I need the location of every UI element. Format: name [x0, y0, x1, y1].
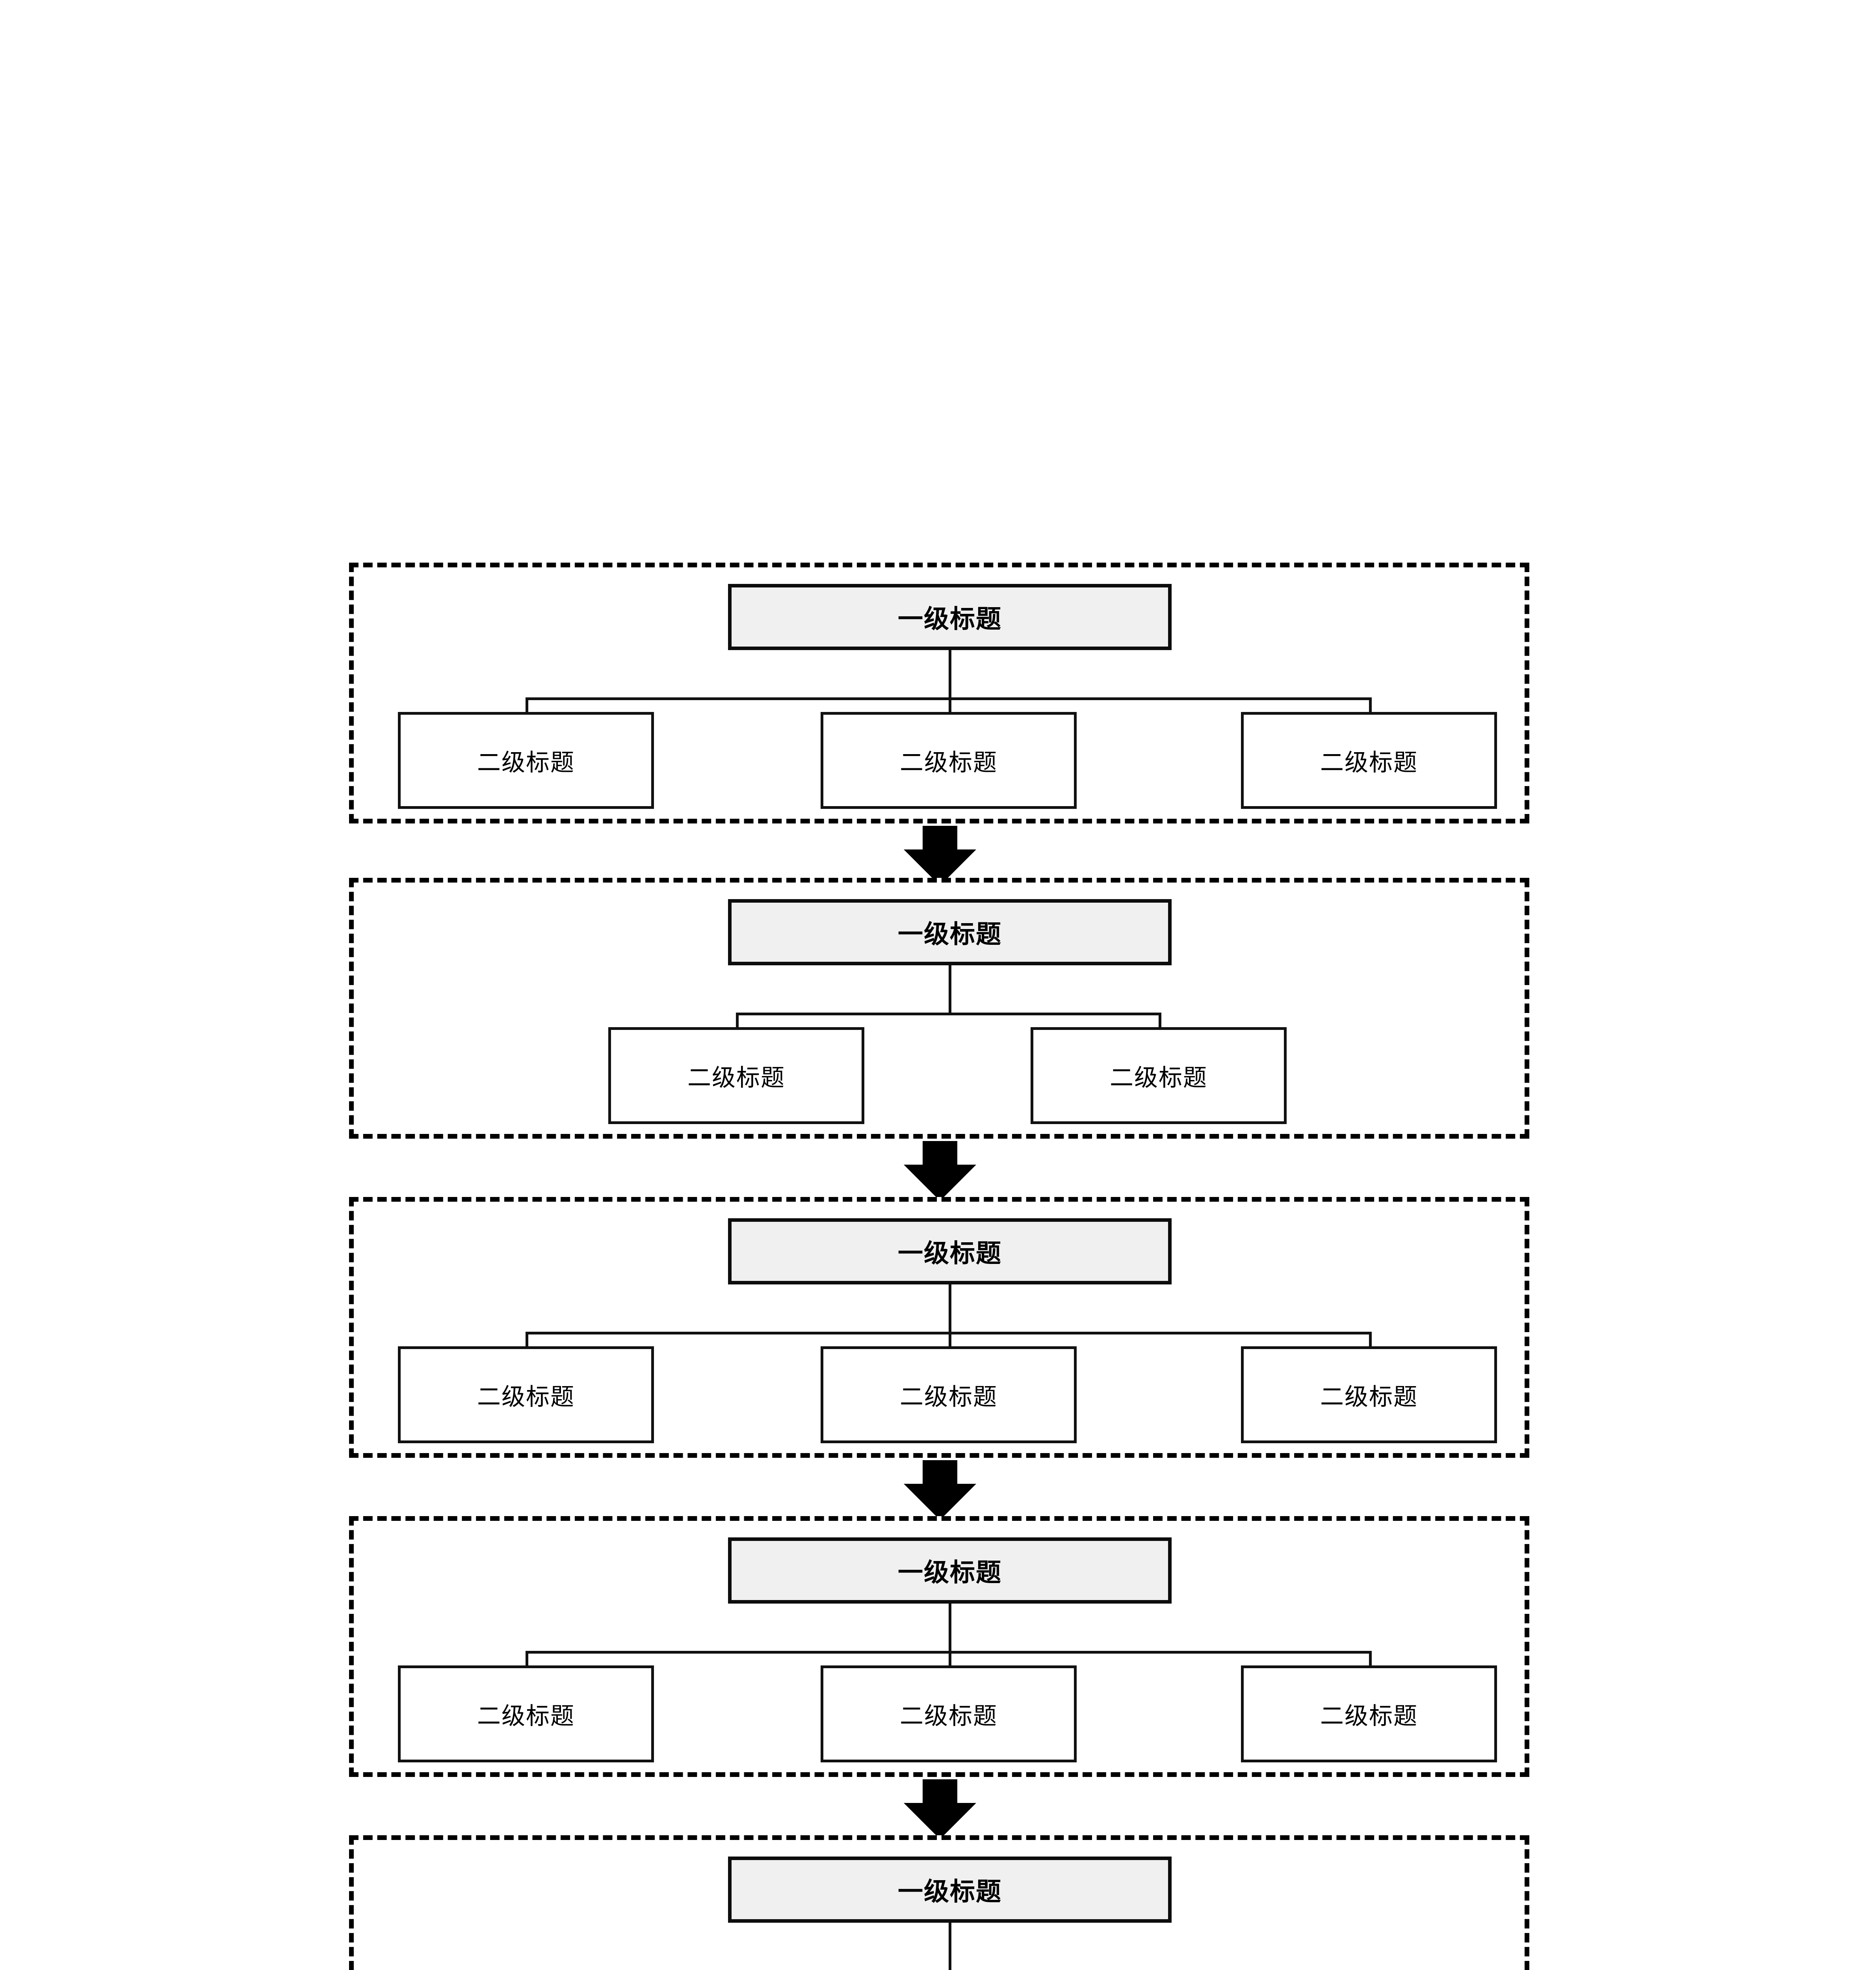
connector-bus [736, 1013, 1161, 1015]
level1-box-label: 一级标题 [898, 1558, 1002, 1587]
level1-box-2-0[interactable]: 一级标题 [728, 899, 1172, 965]
connector-leg-left [526, 1332, 528, 1346]
level1-box-label: 一级标题 [898, 604, 1002, 634]
level2-box-label: 二级标题 [477, 749, 575, 777]
connector-trunk [949, 965, 951, 1015]
level2-box-1-0[interactable]: 二级标题 [398, 712, 654, 809]
arrow-shaft [923, 1141, 957, 1167]
flow-arrow-2 [904, 1141, 976, 1201]
section-group-2[interactable]: 一级标题 二级标题 二级标题 [349, 878, 1529, 1139]
level1-box-label: 一级标题 [898, 1877, 1002, 1907]
level2-box-3-2[interactable]: 二级标题 [1241, 1346, 1497, 1443]
level1-box-1-0[interactable]: 一级标题 [728, 584, 1172, 650]
flow-arrow-3 [904, 1460, 976, 1520]
arrow-head-icon [904, 1803, 976, 1839]
connector-leg-left [736, 1013, 739, 1027]
level2-box-label: 二级标题 [900, 749, 997, 777]
arrow-shaft [923, 1779, 957, 1805]
level2-box-label: 二级标题 [1320, 749, 1418, 777]
level2-box-2-0[interactable]: 二级标题 [608, 1027, 864, 1124]
level1-box-label: 一级标题 [898, 920, 1002, 949]
level1-box-5-0[interactable]: 一级标题 [728, 1857, 1172, 1923]
level2-box-4-1[interactable]: 二级标题 [821, 1665, 1077, 1762]
level2-box-label: 二级标题 [1320, 1702, 1418, 1730]
level2-box-1-2[interactable]: 二级标题 [1241, 712, 1497, 809]
level2-box-4-2[interactable]: 二级标题 [1241, 1665, 1497, 1762]
level2-box-3-1[interactable]: 二级标题 [821, 1346, 1077, 1443]
level2-box-label: 二级标题 [477, 1702, 575, 1730]
level2-box-2-1[interactable]: 二级标题 [1031, 1027, 1287, 1124]
section-group-5[interactable]: 一级标题 二级标题 二级标题 [349, 1835, 1529, 1970]
arrow-head-icon [904, 1484, 976, 1520]
level2-box-label: 二级标题 [1110, 1064, 1207, 1092]
level2-box-label: 二级标题 [687, 1064, 785, 1092]
connector-leg-left [526, 1651, 528, 1665]
section-group-1[interactable]: 一级标题 二级标题 二级标题 二级标题 [349, 563, 1529, 823]
level2-box-1-1[interactable]: 二级标题 [821, 712, 1077, 809]
connector-leg-right [1369, 697, 1372, 712]
level1-box-4-0[interactable]: 一级标题 [728, 1537, 1172, 1604]
connector-leg-right [1159, 1013, 1161, 1027]
level2-box-label: 二级标题 [477, 1383, 575, 1411]
section-group-3[interactable]: 一级标题 二级标题 二级标题 二级标题 [349, 1197, 1529, 1458]
connector-leg-right [1369, 1332, 1372, 1346]
arrow-shaft [923, 1460, 957, 1486]
connector-leg-middle [949, 697, 951, 712]
connector-leg-middle [949, 1651, 951, 1665]
level2-box-label: 二级标题 [1320, 1383, 1418, 1411]
connector-trunk [949, 1604, 951, 1653]
level1-box-label: 一级标题 [898, 1239, 1002, 1268]
connector-trunk [949, 1923, 951, 1970]
connector-trunk [949, 1284, 951, 1334]
connector-leg-left [526, 697, 528, 712]
connector-leg-middle [949, 1332, 951, 1346]
level2-box-label: 二级标题 [900, 1702, 997, 1730]
connector-leg-right [1369, 1651, 1372, 1665]
level2-box-label: 二级标题 [900, 1383, 997, 1411]
level1-box-3-0[interactable]: 一级标题 [728, 1218, 1172, 1284]
flow-arrow-4 [904, 1779, 976, 1839]
connector-trunk [949, 650, 951, 700]
level2-box-4-0[interactable]: 二级标题 [398, 1665, 654, 1762]
flow-arrow-1 [904, 826, 976, 886]
level2-box-3-0[interactable]: 二级标题 [398, 1346, 654, 1443]
section-group-4[interactable]: 一级标题 二级标题 二级标题 二级标题 [349, 1516, 1529, 1777]
arrow-head-icon [904, 1165, 976, 1201]
arrow-shaft [923, 826, 957, 852]
